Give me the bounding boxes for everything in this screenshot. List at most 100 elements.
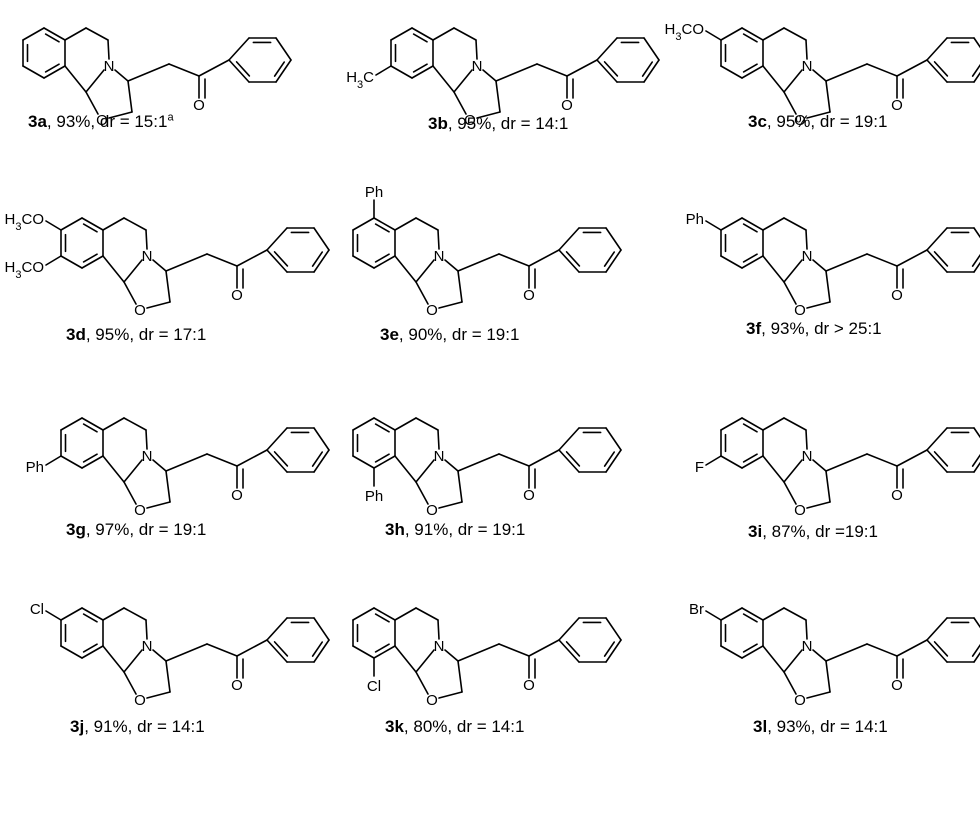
benzo-double-bond xyxy=(742,613,758,623)
benzo-double-bond xyxy=(742,33,758,43)
ring-bond xyxy=(783,417,807,431)
ring-bond xyxy=(444,649,459,662)
phenyl-bond xyxy=(558,427,580,451)
phenyl-double-bond xyxy=(971,253,980,267)
ring-bond xyxy=(123,607,147,621)
ring-bond xyxy=(432,65,455,93)
substituent-1: F xyxy=(695,459,704,476)
separator: , xyxy=(448,520,458,539)
ring-bond xyxy=(806,301,831,309)
chain-bond xyxy=(498,253,530,267)
nitrogen-label: N xyxy=(434,448,445,465)
ring-bond xyxy=(783,649,803,673)
benzo-bond xyxy=(60,217,83,231)
benzo-double-bond xyxy=(412,33,428,43)
benzo-bond xyxy=(741,65,764,79)
ring-bond xyxy=(102,607,125,621)
substituent-1-bond xyxy=(705,610,722,621)
ring-bond xyxy=(438,691,463,699)
ring-bond xyxy=(805,429,808,450)
ring-bond xyxy=(805,39,808,60)
ring-bond xyxy=(812,649,827,662)
ring-bond xyxy=(783,91,797,115)
compound-id: 3f xyxy=(746,319,762,338)
separator: , xyxy=(804,319,815,338)
ring-bond xyxy=(394,217,417,231)
benzo-bond xyxy=(411,65,434,79)
yield-value: 95% xyxy=(457,114,492,133)
compound-id: 3h xyxy=(385,520,405,539)
chain-bond xyxy=(165,253,208,272)
phenyl-bond xyxy=(266,227,288,251)
phenyl-bond xyxy=(605,227,622,251)
phenyl-bond xyxy=(313,639,330,663)
phenyl-bond xyxy=(926,227,948,251)
ring-bond xyxy=(123,671,137,695)
ring-bond xyxy=(825,470,831,503)
compound-id: 3e xyxy=(380,325,399,344)
ring-bond xyxy=(102,217,125,231)
separator: , xyxy=(404,520,415,539)
benzo-double-bond xyxy=(374,223,390,233)
dr-value: dr = 14:1 xyxy=(500,114,569,133)
chain-bond xyxy=(127,63,170,82)
phenyl-bond xyxy=(266,249,288,273)
ring-bond xyxy=(123,259,143,283)
benzo-bond xyxy=(720,65,743,79)
separator: , xyxy=(447,114,458,133)
chain-bond xyxy=(866,643,898,657)
compound-id: 3l xyxy=(753,717,768,736)
benzo-bond xyxy=(60,455,83,469)
nitrogen-label: N xyxy=(142,248,153,265)
separator: , xyxy=(403,717,414,736)
phenyl-bond xyxy=(973,37,980,49)
footnote-mark: a xyxy=(167,111,174,124)
phenyl-double-bond xyxy=(273,451,289,467)
ring-bond xyxy=(415,417,439,431)
dr-value: dr = 19:1 xyxy=(451,325,520,344)
ring-bond xyxy=(123,281,137,305)
ring-oxygen-label: O xyxy=(794,692,806,709)
separator: , xyxy=(129,520,139,539)
benzo-double-bond xyxy=(82,643,98,653)
ring-bond xyxy=(444,259,459,272)
separator: , xyxy=(767,717,777,736)
chain-bond xyxy=(498,643,530,657)
phenyl-bond xyxy=(926,427,948,451)
ring-bond xyxy=(85,91,99,115)
ring-bond xyxy=(783,27,807,41)
ring-bond xyxy=(475,39,478,60)
ring-bond xyxy=(152,459,167,472)
benzo-bond xyxy=(60,607,83,621)
yield-value: 93% xyxy=(776,717,811,736)
ring-bond xyxy=(495,80,501,113)
benzo-bond xyxy=(720,217,743,231)
ring-bond xyxy=(394,607,417,621)
compound-caption: 3a, 93%, dr = 15:1a xyxy=(28,112,174,132)
chain-bond xyxy=(495,63,538,82)
phenyl-double-bond xyxy=(603,641,616,657)
ring-bond xyxy=(64,65,87,93)
dr-value: dr = 17:1 xyxy=(138,325,207,344)
separator: , xyxy=(810,112,820,131)
compound-id: 3a xyxy=(28,112,47,131)
ring-oxygen-label: O xyxy=(794,112,806,129)
benzo-bond xyxy=(720,645,743,659)
ring-bond xyxy=(762,645,785,673)
benzo-bond xyxy=(373,455,396,469)
phenyl-double-bond xyxy=(235,61,251,77)
ring-bond xyxy=(783,671,797,695)
ring-bond xyxy=(146,301,171,309)
chain-bond xyxy=(896,639,928,657)
compound-id: 3g xyxy=(66,520,86,539)
benzo-bond xyxy=(373,607,396,621)
chain-bond xyxy=(825,643,868,662)
ring-bond xyxy=(783,459,803,483)
